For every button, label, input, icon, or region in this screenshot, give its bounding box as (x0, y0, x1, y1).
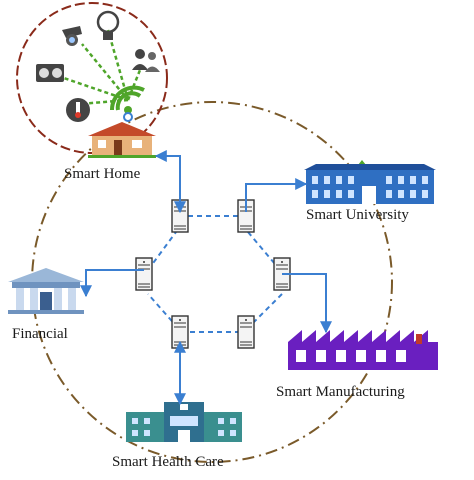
house-icon (88, 122, 156, 158)
label-financial: Financial (12, 326, 68, 342)
label-smart-university: Smart University (306, 207, 409, 223)
link-manufacturing (282, 273, 332, 334)
bank-icon (8, 268, 84, 314)
washing-machine-icon (36, 64, 64, 82)
wifi-icon (109, 85, 145, 114)
link-home (154, 150, 186, 214)
light-bulb-icon (96, 10, 120, 40)
user-group-icon (132, 49, 160, 72)
label-smart-home: Smart Home (64, 166, 141, 182)
server-bottom-right-icon (237, 315, 255, 349)
factory-icon (288, 330, 438, 370)
label-smart-health-care: Smart Health Care (112, 454, 224, 470)
link-university (245, 178, 308, 212)
label-smart-manufacturing: Smart Manufacturing (276, 384, 405, 400)
university-icon (304, 160, 436, 204)
network-boundary-circle (31, 101, 393, 463)
hospital-icon (126, 402, 242, 442)
thermometer-icon (66, 98, 90, 122)
link-financial (80, 269, 144, 298)
server-left-icon (135, 257, 153, 291)
home-gateway-icon (123, 112, 133, 122)
server-ring-links (147, 215, 283, 333)
connection-links (80, 150, 332, 406)
security-camera-icon (62, 26, 82, 46)
